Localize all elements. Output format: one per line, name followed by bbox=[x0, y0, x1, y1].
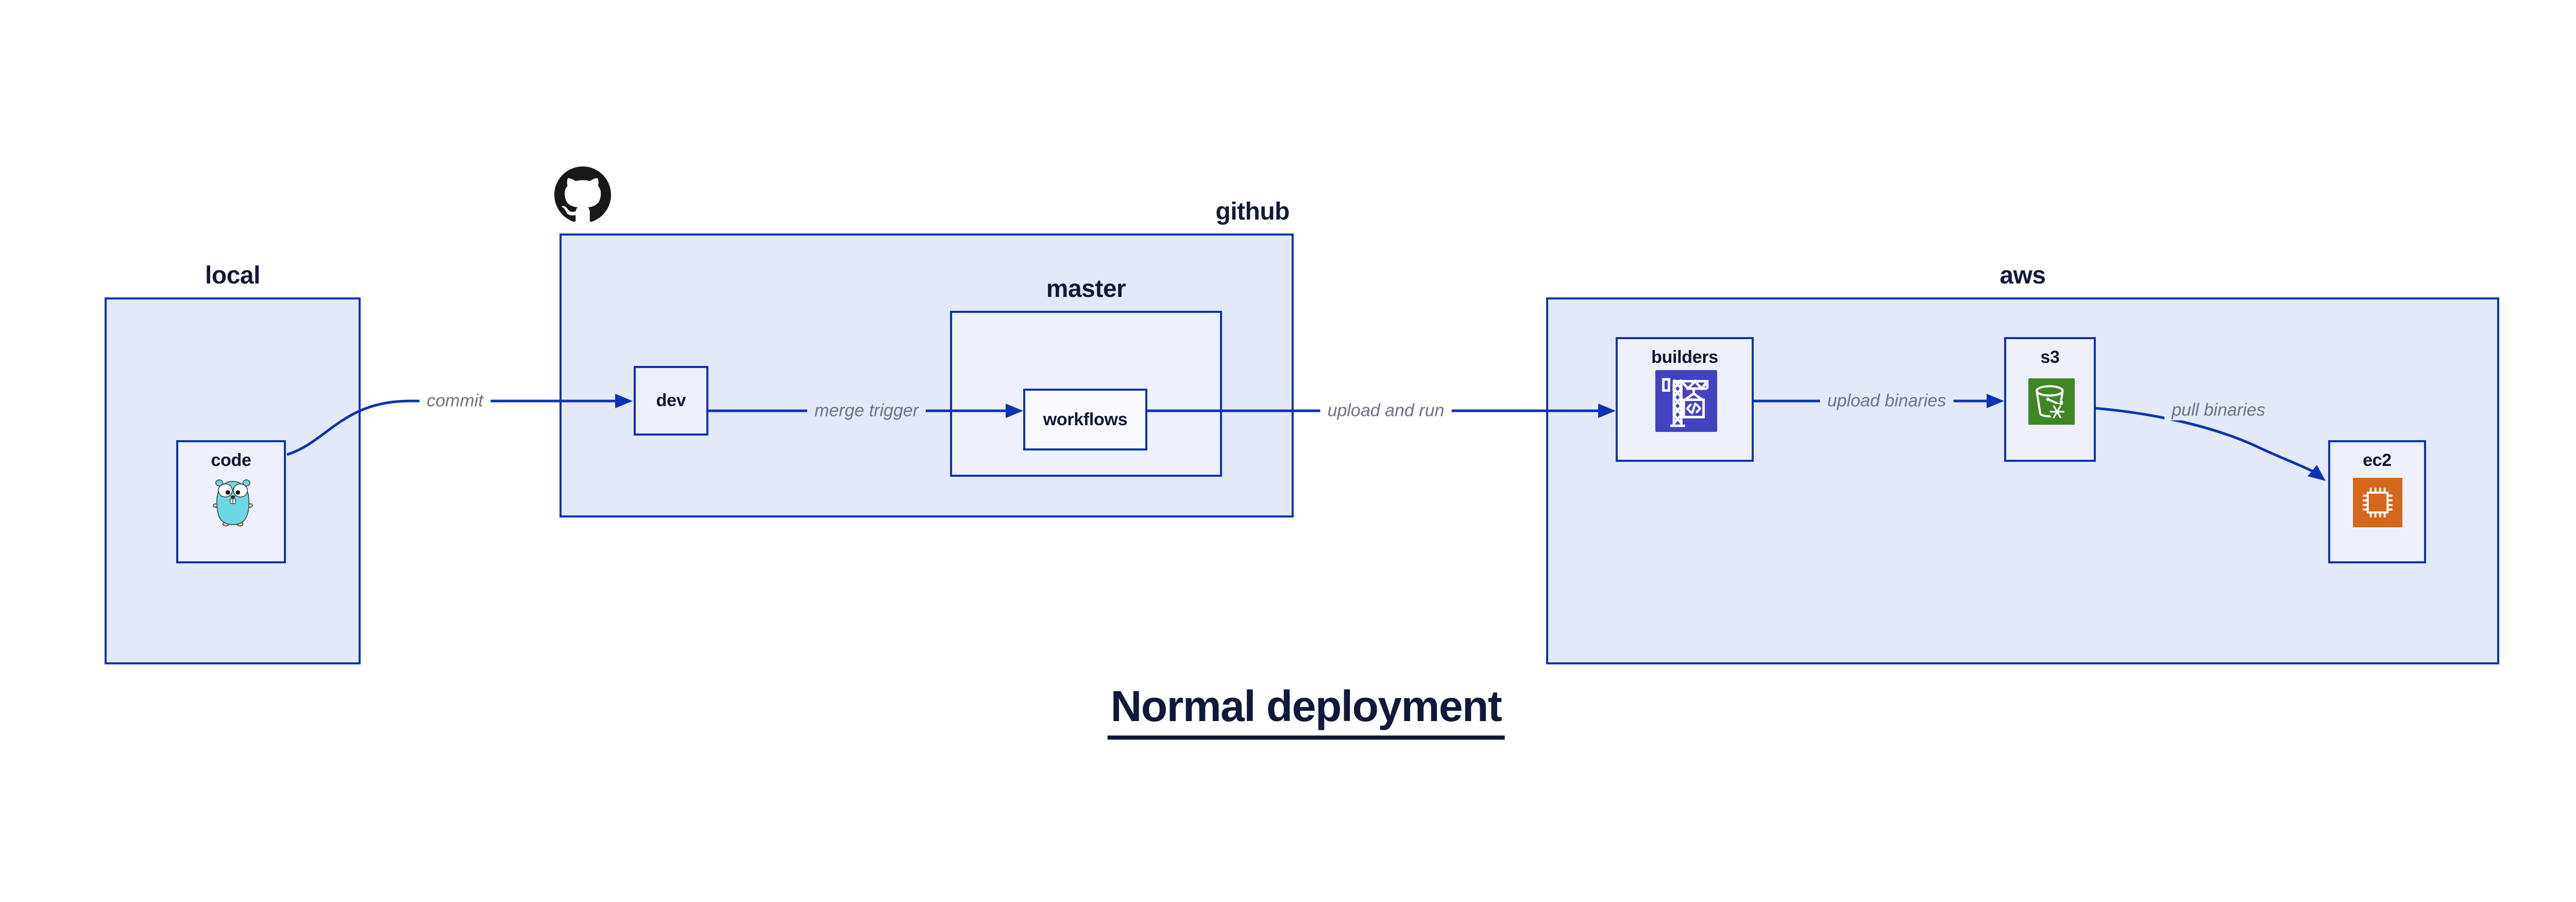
node-label-dev: dev bbox=[656, 391, 686, 410]
edge-label-upload-binaries: upload binaries bbox=[1820, 391, 1954, 411]
node-dev: dev bbox=[634, 366, 708, 436]
edge-label-merge-trigger: merge trigger bbox=[807, 400, 926, 421]
container-label-master: master bbox=[1046, 275, 1126, 303]
edge-label-commit: commit bbox=[419, 391, 490, 411]
github-octocat-icon bbox=[554, 166, 611, 223]
node-builders: builders bbox=[1616, 337, 1754, 462]
node-label-s3: s3 bbox=[2040, 347, 2060, 367]
aws-codebuild-crane-icon bbox=[1655, 370, 1717, 432]
edge-label-upload-and-run: upload and run bbox=[1320, 400, 1452, 421]
container-label-local: local bbox=[205, 262, 260, 289]
node-label-code: code bbox=[211, 450, 251, 470]
edge-label-pull-binaries: pull binaries bbox=[2164, 400, 2273, 421]
node-workflows: workflows bbox=[1023, 389, 1147, 450]
node-label-workflows: workflows bbox=[1043, 409, 1128, 429]
diagram-title: Normal deployment bbox=[1107, 681, 1505, 740]
container-label-github: github bbox=[1215, 198, 1290, 225]
go-gopher-icon bbox=[213, 476, 253, 527]
container-label-aws: aws bbox=[1999, 262, 2046, 289]
aws-ec2-chip-icon bbox=[2353, 478, 2402, 527]
node-label-builders: builders bbox=[1651, 347, 1718, 367]
aws-s3-bucket-snowflake-icon bbox=[2028, 378, 2075, 425]
node-label-ec2: ec2 bbox=[2363, 450, 2392, 470]
